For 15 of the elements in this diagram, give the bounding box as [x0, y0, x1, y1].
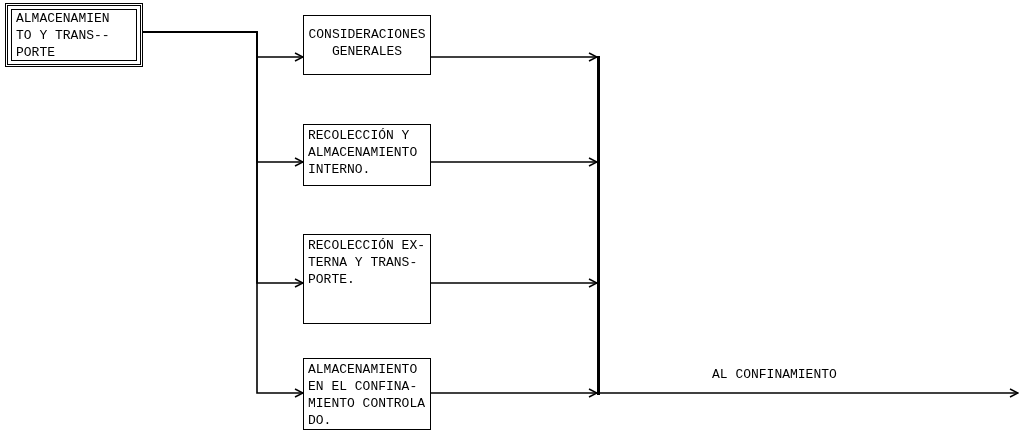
arrow [430, 157, 598, 167]
process-box [303, 234, 431, 324]
arrow [599, 388, 1019, 398]
arrow [430, 278, 598, 288]
arrow [430, 52, 598, 62]
process-box [5, 3, 143, 67]
box-text: RECOLECCIÓN Y ALMACENAMIENTO INTERNO. [308, 127, 419, 178]
arrow [430, 388, 598, 398]
box-text: CONSIDERACIONES GENERALES [308, 26, 426, 60]
collector-bar [597, 56, 600, 395]
process-box [303, 15, 431, 75]
process-box [303, 124, 431, 186]
box-text: RECOLECCIÓN EX- TERNA Y TRANS- PORTE. [308, 237, 426, 288]
box-text: ALMACENAMIEN TO Y TRANS-- PORTE [16, 10, 111, 61]
box-text: ALMACENAMIENTO EN EL CONFINA- MIENTO CONTROLA DO. [308, 361, 426, 429]
